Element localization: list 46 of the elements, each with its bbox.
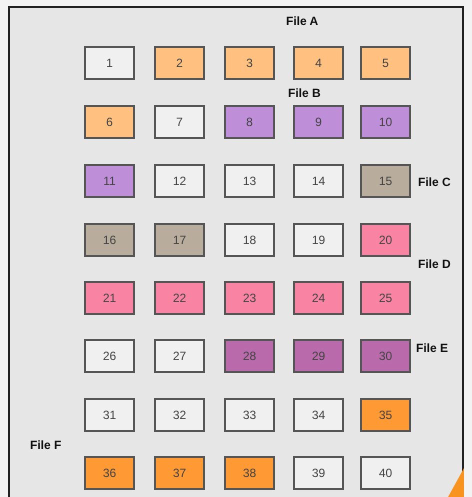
numbered-box: 31 — [84, 398, 135, 432]
group-label: File E — [416, 341, 448, 355]
numbered-box: 36 — [84, 456, 135, 490]
numbered-box: 13 — [224, 164, 275, 198]
numbered-box: 15 — [360, 164, 411, 198]
numbered-box: 17 — [154, 223, 205, 257]
numbered-box: 37 — [154, 456, 205, 490]
numbered-box: 39 — [293, 456, 344, 490]
numbered-box: 6 — [84, 105, 135, 139]
numbered-box: 32 — [154, 398, 205, 432]
numbered-box: 24 — [293, 281, 344, 315]
numbered-box: 19 — [293, 223, 344, 257]
numbered-box: 10 — [360, 105, 411, 139]
numbered-box: 1 — [84, 46, 135, 80]
numbered-box: 33 — [224, 398, 275, 432]
numbered-box: 35 — [360, 398, 411, 432]
numbered-box: 16 — [84, 223, 135, 257]
numbered-box: 2 — [154, 46, 205, 80]
numbered-box: 23 — [224, 281, 275, 315]
numbered-box: 12 — [154, 164, 205, 198]
group-label: File C — [418, 175, 451, 189]
numbered-box: 9 — [293, 105, 344, 139]
numbered-box: 38 — [224, 456, 275, 490]
numbered-box: 3 — [224, 46, 275, 80]
numbered-box: 27 — [154, 339, 205, 373]
numbered-box: 34 — [293, 398, 344, 432]
numbered-box: 14 — [293, 164, 344, 198]
numbered-box: 8 — [224, 105, 275, 139]
numbered-box: 40 — [360, 456, 411, 490]
numbered-box: 28 — [224, 339, 275, 373]
numbered-box: 18 — [224, 223, 275, 257]
group-label: File D — [418, 257, 451, 271]
numbered-box: 21 — [84, 281, 135, 315]
numbered-box: 25 — [360, 281, 411, 315]
numbered-box: 5 — [360, 46, 411, 80]
numbered-box: 26 — [84, 339, 135, 373]
numbered-box: 22 — [154, 281, 205, 315]
group-label: File A — [286, 14, 318, 28]
group-label: File B — [288, 86, 321, 100]
numbered-box: 4 — [293, 46, 344, 80]
numbered-box: 11 — [84, 164, 135, 198]
numbered-box: 30 — [360, 339, 411, 373]
group-label: File F — [30, 438, 62, 452]
numbered-box: 7 — [154, 105, 205, 139]
numbered-box: 29 — [293, 339, 344, 373]
numbered-box: 20 — [360, 223, 411, 257]
